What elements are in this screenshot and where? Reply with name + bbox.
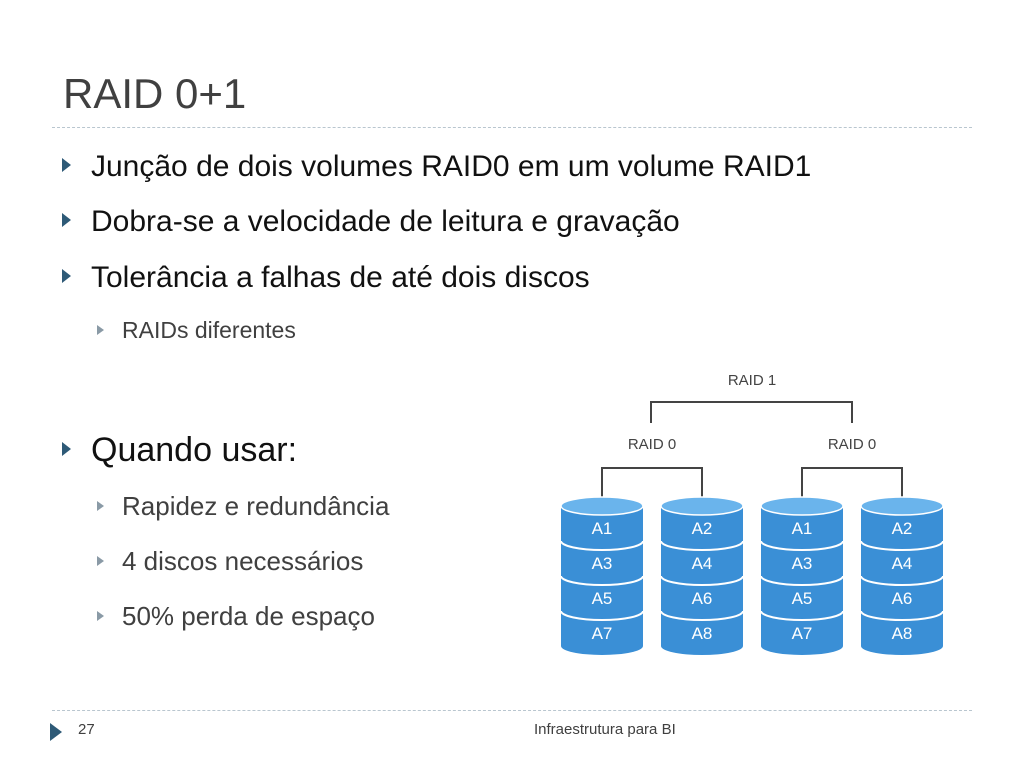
bullet-arrow-icon [62, 158, 71, 173]
disk-block-label: A7 [592, 624, 613, 643]
sub-bullet-space-loss: 50% perda de espaço [97, 601, 375, 632]
bullet-speed: Dobra-se a velocidade de leitura e grava… [62, 205, 680, 239]
raid1-bracket [650, 401, 853, 423]
sub-bullet-arrow-icon [97, 324, 104, 335]
disk-block-label: A6 [892, 589, 913, 608]
slide-title: RAID 0+1 [63, 70, 247, 117]
footer-title: Infraestrutura para BI [534, 721, 676, 738]
disk-block-label: A4 [892, 554, 913, 573]
raid1-label: RAID 1 [728, 372, 776, 389]
disk-block-label: A7 [792, 624, 813, 643]
disk-block-label: A2 [892, 519, 913, 538]
disk-block-label: A8 [692, 624, 713, 643]
disk-block-label: A6 [692, 589, 713, 608]
sub-bullet-disks-needed: 4 discos necessários [97, 546, 363, 577]
footer-arrow-icon [50, 723, 62, 741]
footer-divider [52, 710, 972, 711]
raid01-diagram: RAID 1 RAID 0 RAID 0 A1A3A5A7A2A4A6A8A1A… [560, 372, 944, 655]
sub-bullet-arrow-icon [97, 501, 104, 512]
raid0-label-left: RAID 0 [628, 436, 676, 453]
raid0-bracket-right [801, 467, 903, 504]
sub-bullet-speed-redundancy: Rapidez e redundância [97, 491, 389, 522]
disk-block-label: A3 [792, 554, 813, 573]
bullet-when-to-use: Quando usar: [62, 431, 297, 470]
title-divider [52, 127, 972, 128]
page-number: 27 [78, 721, 95, 738]
disk-block-label: A3 [592, 554, 613, 573]
disk-block-label: A8 [892, 624, 913, 643]
bullet-arrow-icon [62, 442, 71, 457]
disk-block-label: A1 [592, 519, 613, 538]
raid0-bracket-left [601, 467, 703, 504]
bullet-arrow-icon [62, 213, 71, 228]
sub-bullet-different-raids: RAIDs diferentes [97, 317, 296, 344]
disk-block-label: A4 [692, 554, 713, 573]
disk-block-label: A5 [792, 589, 813, 608]
disk-block-label: A5 [592, 589, 613, 608]
disk-block-label: A1 [792, 519, 813, 538]
sub-bullet-arrow-icon [97, 611, 104, 622]
bullet-tolerance: Tolerância a falhas de até dois discos [62, 261, 590, 295]
bullet-junction: Junção de dois volumes RAID0 em um volum… [62, 150, 811, 184]
bullet-arrow-icon [62, 269, 71, 284]
disk-block-label: A2 [692, 519, 713, 538]
raid0-label-right: RAID 0 [828, 436, 876, 453]
sub-bullet-arrow-icon [97, 556, 104, 567]
